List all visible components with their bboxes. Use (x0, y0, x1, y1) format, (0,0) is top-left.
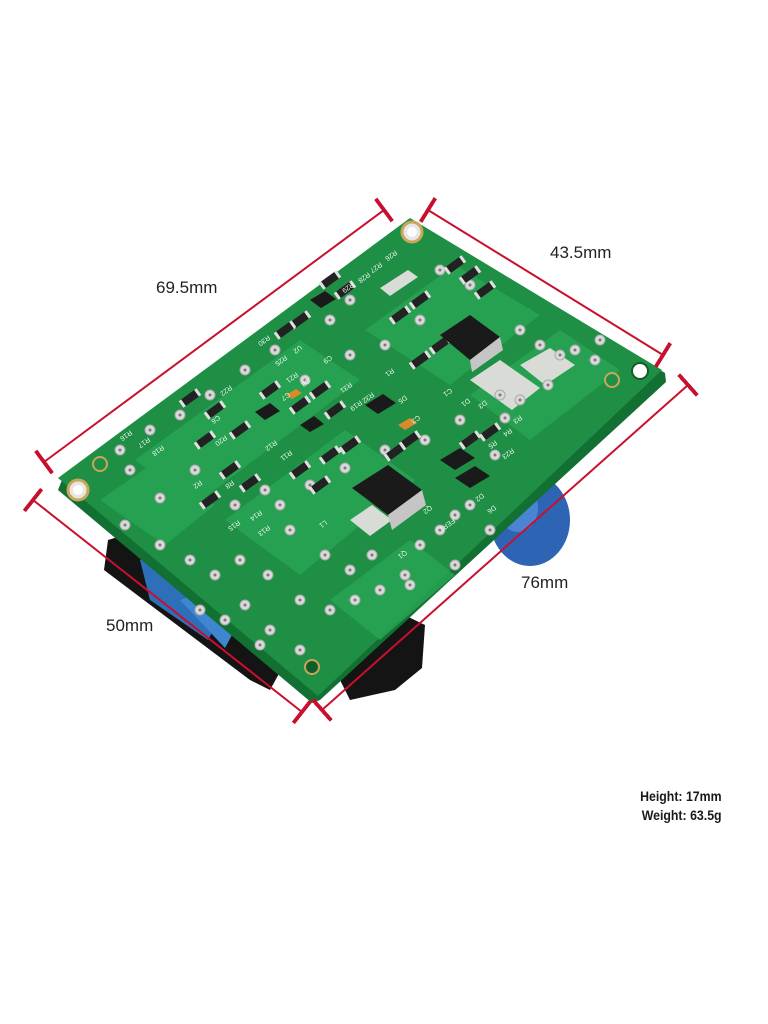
solder-joint-pin (263, 488, 267, 492)
solder-joint-pin (423, 438, 427, 442)
solder-joint-pin (378, 588, 382, 592)
solder-joint-pin (188, 558, 192, 562)
solder-joint-pin (308, 483, 312, 487)
solder-joint-pin (298, 598, 302, 602)
dim-line-50mm (22, 487, 313, 725)
solder-joint-pin (258, 643, 262, 647)
dim-label-width-top: 43.5mm (550, 243, 612, 262)
solder-joint-pin (223, 618, 227, 622)
dim-label-length-bottom: 76mm (521, 573, 569, 592)
solder-joint-pin (128, 468, 132, 472)
solder-joint-pin (243, 603, 247, 607)
solder-joint-pin (328, 608, 332, 612)
solder-joint-pin (383, 448, 387, 452)
solder-joint-pin (458, 418, 462, 422)
solder-joint-pin (123, 523, 127, 527)
solder-joint-pin (418, 543, 422, 547)
solder-joint-pin (266, 573, 270, 577)
solder-joint-pin (403, 573, 407, 577)
solder-joint-pin (348, 568, 352, 572)
solder-joint-pin (598, 338, 602, 342)
solder-joint-pin (148, 428, 152, 432)
solder-joint-pin (288, 528, 292, 532)
solder-joint-pin (233, 503, 237, 507)
solder-joint-pin (353, 598, 357, 602)
solder-joint-pin (298, 648, 302, 652)
solder-joint-pin (546, 383, 550, 387)
solder-joint-pin (268, 628, 272, 632)
solder-joint-pin (158, 496, 162, 500)
solder-joint-pin (468, 283, 472, 287)
dimension-lines (22, 197, 699, 725)
solder-joint-pin (323, 553, 327, 557)
solder-joint-pin (118, 448, 122, 452)
weight-spec: Weight: 63.5g (642, 807, 722, 823)
solder-joint-pin (370, 553, 374, 557)
solder-joint-pin (488, 528, 492, 532)
dim-label-width-bottom: 50mm (106, 616, 154, 635)
solder-joint-pin (518, 328, 522, 332)
solder-joint-pin (493, 453, 497, 457)
solder-joint-pin (278, 503, 282, 507)
silkscreen-label: R8 (223, 478, 234, 489)
solder-joint-pin (343, 466, 347, 470)
solder-joint-pin (408, 583, 412, 587)
solder-joint-pin (593, 358, 597, 362)
solder-joint-pin (348, 298, 352, 302)
solder-joint-pin (538, 343, 542, 347)
solder-joint-pin (158, 543, 162, 547)
solder-joint-pin (243, 368, 247, 372)
solder-joint-pin (328, 318, 332, 322)
solder-joint-pin (498, 393, 502, 397)
solder-joint-pin (503, 416, 507, 420)
solder-joint-pin (238, 558, 242, 562)
silkscreen-label: R2 (191, 478, 202, 489)
solder-joint-pin (453, 563, 457, 567)
dim-line-69-5mm (34, 197, 394, 475)
solder-joint-pin (383, 343, 387, 347)
solder-joint-pin (518, 398, 522, 402)
solder-joint-pin (198, 608, 202, 612)
solder-joint-pin (213, 573, 217, 577)
spec-block: Height: 17mm Weight: 63.5g (641, 787, 722, 825)
solder-joint-pin (208, 393, 212, 397)
solder-joint-pin (193, 468, 197, 472)
solder-joint-pin (273, 348, 277, 352)
solder-joint-pin (438, 268, 442, 272)
dim-line-76mm (311, 373, 699, 722)
solder-joint-pin (453, 513, 457, 517)
dim-label-length-top: 69.5mm (156, 278, 218, 297)
solder-joint-pin (178, 413, 182, 417)
dim-line-43-5mm (418, 197, 673, 368)
solder-joint-pin (418, 318, 422, 322)
solder-joint-pin (468, 503, 472, 507)
solder-joint-pin (348, 353, 352, 357)
solder-joint-pin (573, 348, 577, 352)
height-spec: Height: 17mm (640, 788, 722, 804)
solder-joint-pin (558, 353, 562, 357)
